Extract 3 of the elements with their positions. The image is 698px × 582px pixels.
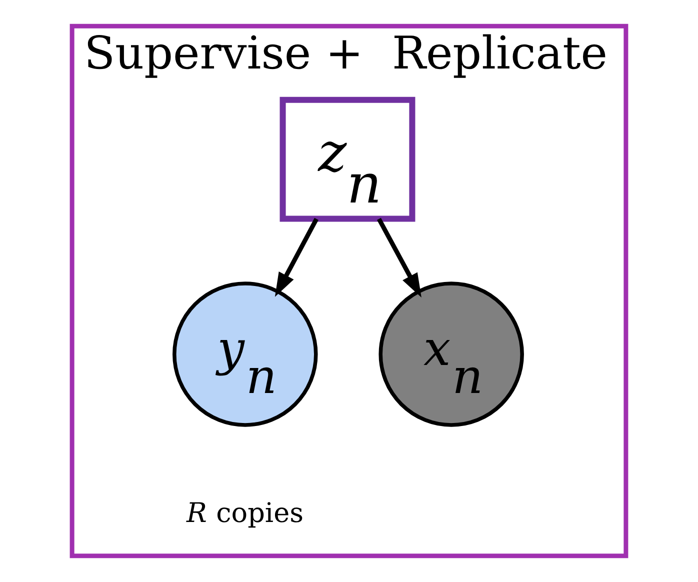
arrow (376, 218, 422, 298)
label: R copies (186, 498, 304, 529)
arrow (274, 218, 318, 297)
